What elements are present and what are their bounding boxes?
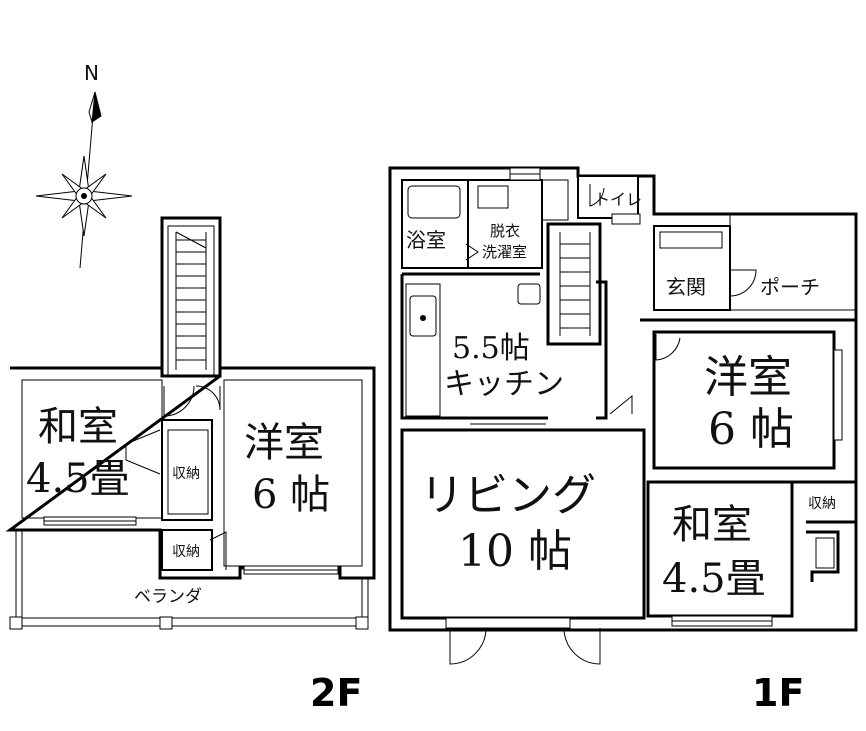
room-living-title: リビング bbox=[420, 470, 596, 521]
floor-label-1f: 1F bbox=[752, 671, 804, 715]
room-living-size: 10 帖 bbox=[458, 526, 572, 577]
room-kitchen-size: 5.5帖 bbox=[452, 331, 530, 366]
room-dressing-label-line2: 洗濯室 bbox=[482, 243, 527, 261]
room-youshitsu-2f-title: 洋室 bbox=[244, 420, 324, 466]
room-washitsu-1f-title: 和室 bbox=[672, 502, 752, 548]
room-porch-label: ポーチ bbox=[760, 275, 820, 299]
compass: N bbox=[35, 61, 133, 269]
storage-1f-label: 収納 bbox=[808, 496, 836, 512]
second-floor: 和室 4.5畳 洋室 6 帖 収納 収納 ベランダ 2F bbox=[5, 216, 376, 715]
room-youshitsu-2f-size: 6 帖 bbox=[252, 472, 330, 518]
room-washitsu-2f-size: 4.5畳 bbox=[26, 456, 130, 502]
room-youshitsu-1f-size: 6 帖 bbox=[708, 404, 794, 455]
room-dressing-label-line1: 脱衣 bbox=[490, 222, 520, 240]
storage-2f-1-label: 収納 bbox=[172, 466, 200, 482]
floor-label-2f: 2F bbox=[310, 671, 362, 715]
room-toilet-label: トイレ bbox=[594, 190, 642, 209]
room-youshitsu-1f-title: 洋室 bbox=[704, 352, 792, 403]
room-kitchen-title: キッチン bbox=[444, 367, 564, 402]
stairs-2f bbox=[175, 231, 207, 370]
veranda bbox=[9, 530, 369, 630]
compass-rose-icon bbox=[35, 155, 133, 237]
room-washitsu-1f-size: 4.5畳 bbox=[662, 556, 766, 602]
room-washitsu-2f-title: 和室 bbox=[38, 404, 118, 450]
room-entrance-label: 玄関 bbox=[666, 275, 706, 299]
first-floor: 浴室 脱衣 洗濯室 トイレ 玄関 ポーチ 5.5帖 キッチン 洋室 6 帖 リビ… bbox=[388, 166, 858, 715]
room-bath-label: 浴室 bbox=[406, 228, 446, 252]
veranda-label: ベランダ bbox=[134, 587, 202, 607]
storage-2f-2-label: 収納 bbox=[172, 544, 200, 560]
north-label: N bbox=[84, 61, 99, 85]
stairs-1f bbox=[559, 232, 591, 336]
